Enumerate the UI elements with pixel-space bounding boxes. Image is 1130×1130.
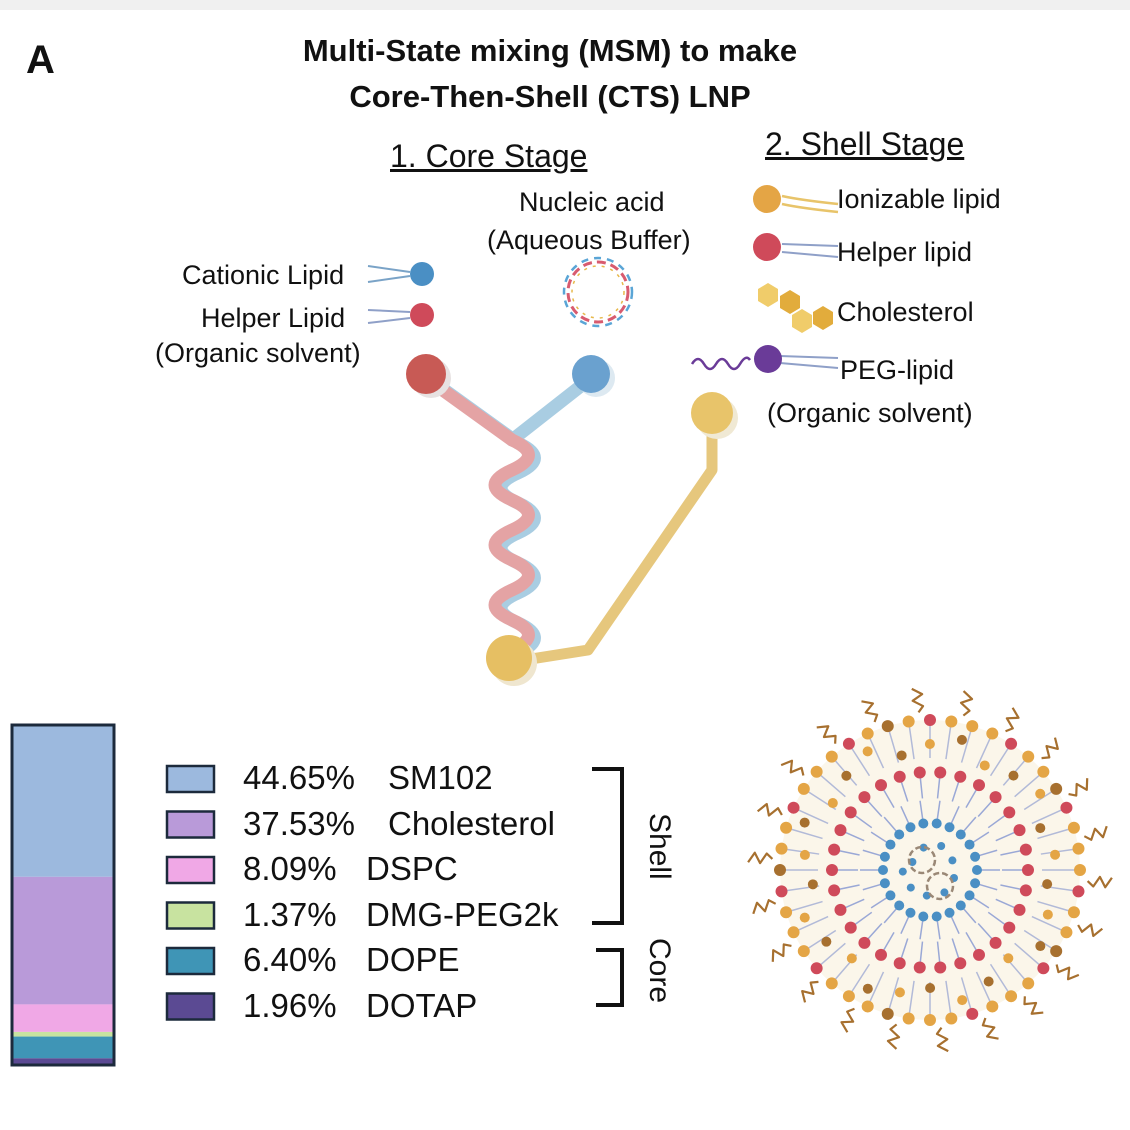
- stack-segment-cholesterol: [12, 876, 114, 1005]
- legend-percent-dmg-peg2k: 1.37%: [243, 895, 337, 933]
- legend-name-dspc: DSPC: [366, 850, 458, 887]
- top-band: [0, 0, 1130, 10]
- legend-swatch-dspc: [165, 855, 216, 885]
- legend-swatch-dmg-peg2k: [165, 901, 216, 930]
- peg-lipid-label: PEG-lipid: [840, 355, 955, 385]
- legend-swatch-dotap: [165, 992, 216, 1021]
- core-bracket-label: Core: [643, 938, 676, 1004]
- core-bracket: [596, 948, 624, 1007]
- legend-percent-cholesterol: 37.53%: [243, 804, 355, 842]
- title-line-1: Multi-State mixing (MSM) to make: [302, 33, 798, 68]
- cholesterol-label: Cholesterol: [837, 297, 974, 327]
- ionizable-lipid-label: Ionizable lipid: [837, 184, 1001, 214]
- legend-percent-dope: 6.40%: [243, 941, 337, 978]
- dna-ring-icon: [562, 256, 634, 328]
- legend-swatch-dope: [165, 946, 216, 976]
- legend-swatch-sm102: [165, 764, 216, 794]
- cationic-lipid-icon: [367, 262, 434, 286]
- helper-lipid-shell-icon: [753, 233, 839, 261]
- title-line-2: Core-Then-Shell (CTS) LNP: [349, 79, 751, 114]
- peg-lipid-icon: [690, 345, 839, 373]
- shell-bracket-label: Shell: [643, 813, 676, 880]
- legend-swatches: [165, 764, 216, 1021]
- helper-lipid-core-label: Helper Lipid: [201, 303, 346, 333]
- microfluidic-channel-icon: [406, 354, 738, 686]
- stack-segment-dotap: [12, 1058, 114, 1065]
- legend-percent-sm102: 44.65%: [243, 759, 355, 796]
- organic-solvent-core-label: (Organic solvent): [155, 338, 361, 368]
- legend-name-cholesterol: Cholesterol: [388, 804, 555, 842]
- helper-lipid-shell-label: Helper lipid: [837, 237, 973, 267]
- legend-name-dotap: DOTAP: [366, 986, 478, 1024]
- legend-swatch-cholesterol: [165, 810, 216, 839]
- organic-solvent-shell-label: (Organic solvent): [767, 398, 973, 428]
- shell-stage-heading: 2. Shell Stage: [765, 126, 965, 162]
- legend-name-sm102: SM102: [388, 759, 493, 796]
- legend-percent-dotap: 1.96%: [243, 986, 337, 1024]
- stack-segment-sm102: [12, 725, 114, 877]
- lnp-particle-icon: [747, 687, 1113, 1053]
- ionizable-lipid-icon: [753, 185, 839, 214]
- legend-name-dope: DOPE: [366, 941, 460, 978]
- stack-segment-dope: [12, 1036, 114, 1059]
- legend-percent-dspc: 8.09%: [243, 850, 337, 887]
- legend-name-dmg-peg2k: DMG-PEG2k: [366, 895, 559, 933]
- nucleic-acid-label: Nucleic acid: [519, 187, 665, 217]
- helper-lipid-core-icon: [367, 303, 434, 327]
- stack-segment-dspc: [12, 1004, 114, 1032]
- cationic-lipid-label: Cationic Lipid: [182, 260, 345, 290]
- stack-segment-dmg-peg2k: [12, 1031, 114, 1037]
- aqueous-buffer-label: (Aqueous Buffer): [487, 225, 691, 255]
- shell-bracket: [592, 767, 624, 925]
- panel-label: A: [26, 38, 55, 82]
- composition-stacked-bar: [12, 725, 114, 1065]
- core-stage-heading: 1. Core Stage: [390, 138, 588, 174]
- cholesterol-icon: [758, 283, 833, 333]
